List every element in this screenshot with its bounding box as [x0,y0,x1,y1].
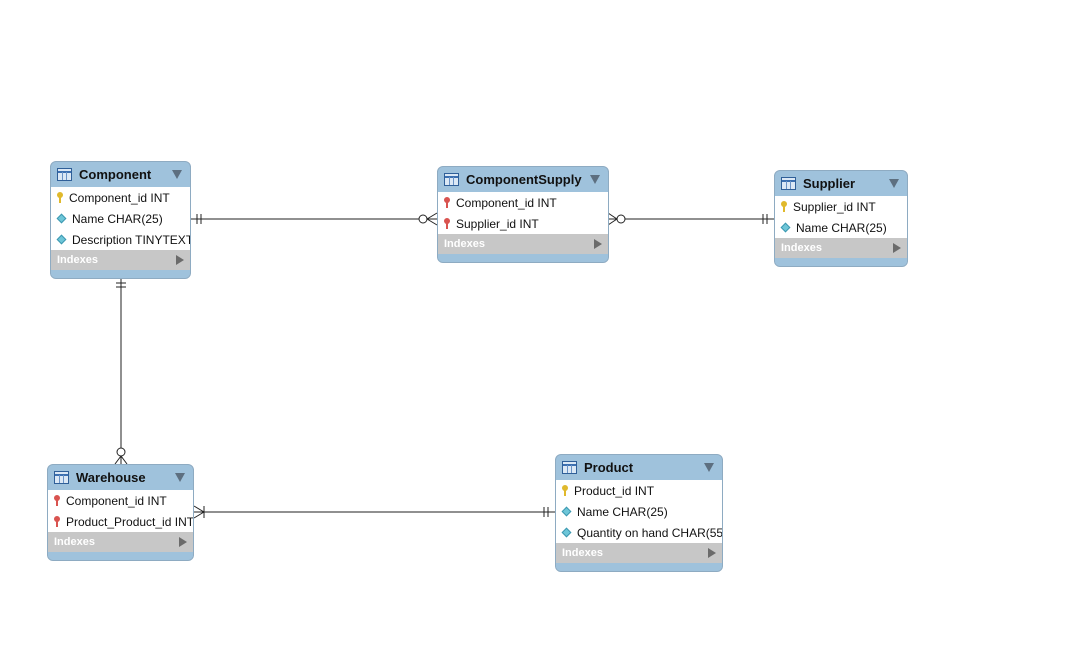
attribute-diamond-icon [56,234,67,245]
column-label: Product_Product_id INT [66,514,194,529]
column-label: Component_id INT [66,493,167,508]
column-label: Quantity on hand CHAR(55) [577,525,723,540]
column-label: Component_id INT [69,190,170,205]
column-row[interactable]: Supplier_id INT [438,213,608,234]
indexes-bar[interactable]: Indexes [556,543,722,563]
entity-footer [556,563,722,571]
indexes-bar[interactable]: Indexes [438,234,608,254]
entity-footer [775,258,907,266]
column-list: Component_id INT Product_Product_id INT [48,490,193,532]
column-label: Product_id INT [574,483,655,498]
expand-arrow-icon[interactable] [176,255,184,265]
column-label: Name CHAR(25) [72,211,163,226]
expand-arrow-icon[interactable] [179,537,187,547]
attribute-diamond-icon [561,506,572,517]
rel-component-componentsupply [190,212,438,226]
primary-key-icon [780,201,788,212]
entity-title: ComponentSupply [466,172,582,187]
table-icon [781,177,796,190]
expand-arrow-icon[interactable] [708,548,716,558]
column-row[interactable]: Description TINYTEXT [51,229,190,250]
entity-footer [48,552,193,560]
table-icon [444,173,459,186]
foreign-key-icon [443,218,451,229]
column-label: Supplier_id INT [793,199,876,214]
entity-componentsupply[interactable]: ComponentSupply Component_id INT Supplie… [437,166,609,263]
attribute-diamond-icon [561,527,572,538]
entity-footer [438,254,608,262]
rel-product-warehouse [193,505,556,519]
entity-header[interactable]: Component [51,162,190,187]
column-row[interactable]: Component_id INT [48,490,193,511]
entity-title: Product [584,460,634,475]
rel-supplier-componentsupply [607,212,774,226]
indexes-label: Indexes [781,242,822,254]
expand-arrow-icon[interactable] [594,239,602,249]
entity-supplier[interactable]: Supplier Supplier_id INT Name CHAR(25) I… [774,170,908,267]
attribute-diamond-icon [56,213,67,224]
column-row[interactable]: Component_id INT [51,187,190,208]
column-list: Product_id INT Name CHAR(25) Quantity on… [556,480,722,543]
column-row[interactable]: Quantity on hand CHAR(55) [556,522,722,543]
collapse-icon[interactable] [590,175,600,184]
column-row[interactable]: Name CHAR(25) [556,501,722,522]
attribute-diamond-icon [780,222,791,233]
foreign-key-icon [53,516,61,527]
indexes-bar[interactable]: Indexes [48,532,193,552]
table-icon [54,471,69,484]
column-label: Name CHAR(25) [796,220,887,235]
indexes-bar[interactable]: Indexes [51,250,190,270]
column-label: Component_id INT [456,195,557,210]
collapse-icon[interactable] [704,463,714,472]
collapse-icon[interactable] [889,179,899,188]
column-list: Component_id INT Name CHAR(25) Descripti… [51,187,190,250]
indexes-label: Indexes [57,254,98,266]
foreign-key-icon [53,495,61,506]
column-list: Supplier_id INT Name CHAR(25) [775,196,907,238]
table-icon [57,168,72,181]
column-row[interactable]: Supplier_id INT [775,196,907,217]
indexes-bar[interactable]: Indexes [775,238,907,258]
table-icon [562,461,577,474]
indexes-label: Indexes [562,547,603,559]
rel-component-warehouse [114,277,128,465]
collapse-icon[interactable] [175,473,185,482]
foreign-key-icon [443,197,451,208]
column-label: Supplier_id INT [456,216,539,231]
entity-header[interactable]: Warehouse [48,465,193,490]
indexes-label: Indexes [54,536,95,548]
primary-key-icon [56,192,64,203]
column-label: Description TINYTEXT [72,232,191,247]
column-row[interactable]: Component_id INT [438,192,608,213]
column-row[interactable]: Product_id INT [556,480,722,501]
entity-header[interactable]: Product [556,455,722,480]
indexes-label: Indexes [444,238,485,250]
expand-arrow-icon[interactable] [893,243,901,253]
entity-product[interactable]: Product Product_id INT Name CHAR(25) Qua… [555,454,723,572]
entity-warehouse[interactable]: Warehouse Component_id INT Product_Produ… [47,464,194,561]
column-label: Name CHAR(25) [577,504,668,519]
entity-header[interactable]: ComponentSupply [438,167,608,192]
entity-title: Component [79,167,152,182]
collapse-icon[interactable] [172,170,182,179]
primary-key-icon [561,485,569,496]
entity-header[interactable]: Supplier [775,171,907,196]
column-row[interactable]: Name CHAR(25) [51,208,190,229]
entity-title: Warehouse [76,470,146,485]
entity-footer [51,270,190,278]
entity-component[interactable]: Component Component_id INT Name CHAR(25)… [50,161,191,279]
entity-title: Supplier [803,176,856,191]
column-list: Component_id INT Supplier_id INT [438,192,608,234]
column-row[interactable]: Name CHAR(25) [775,217,907,238]
column-row[interactable]: Product_Product_id INT [48,511,193,532]
